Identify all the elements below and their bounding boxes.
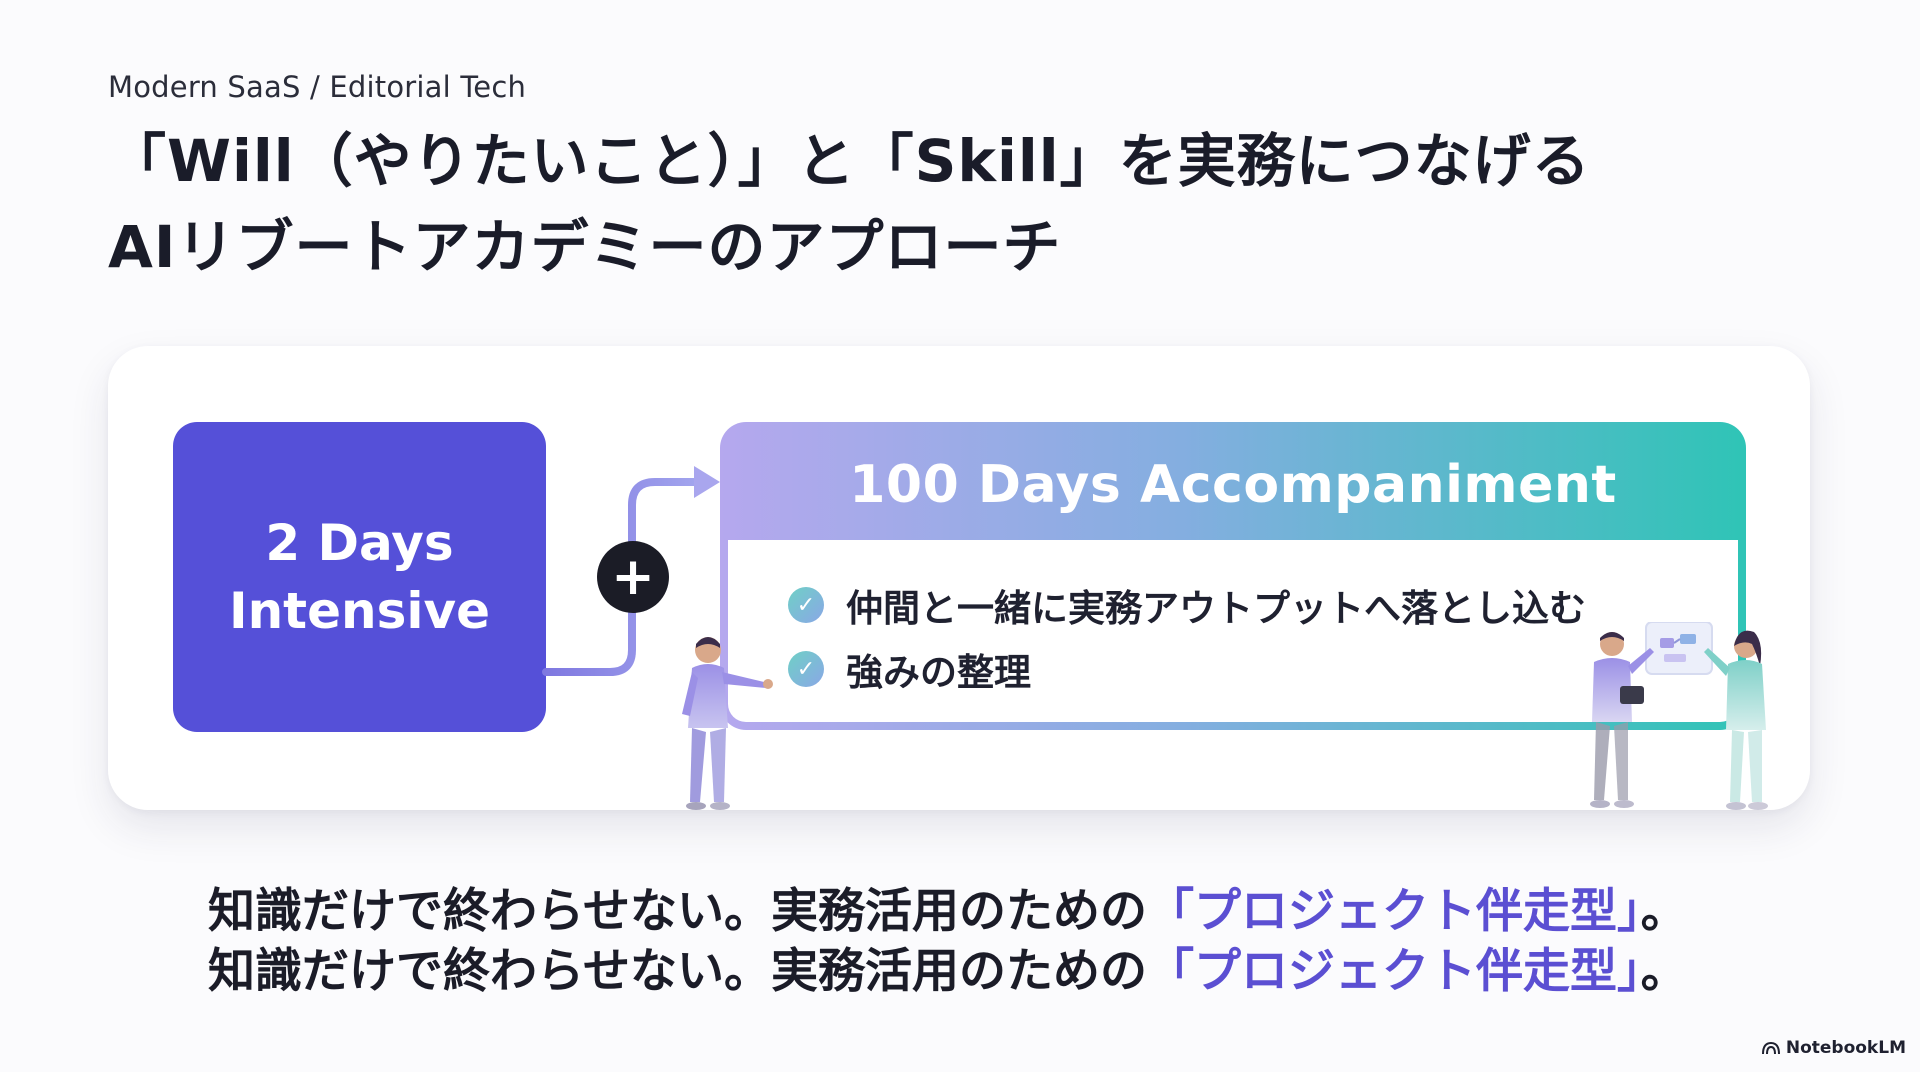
tagline-suffix: 。 [1640, 884, 1688, 939]
accompaniment-card: 100 Days Accompaniment ✓ 仲間と一緒に実務アウトプットへ… [720, 422, 1746, 730]
check-icon: ✓ [788, 651, 824, 687]
title-line-1: 「Will（やりたいこと）」と「Skill」を実務につなげる [108, 127, 1591, 195]
list-item: ✓ 仲間と一緒に実務アウトプットへ落とし込む [788, 578, 1586, 632]
tagline-line: 知識だけで終わらせない。実務活用のための「プロジェクト伴走型」。 [208, 882, 1688, 942]
plus-icon: + [597, 541, 669, 613]
slide-title: 「Will（やりたいこと）」と「Skill」を実務につなげる AIリブートアカデ… [108, 118, 1591, 290]
team-collaboration-illustration [1590, 622, 1768, 810]
eyebrow-label: Modern SaaS / Editorial Tech [108, 70, 527, 104]
tagline-prefix: 知識だけで終わらせない。実務活用のための [208, 944, 1148, 999]
brand-name: NotebookLM [1785, 1038, 1906, 1058]
check-icon: ✓ [788, 587, 824, 623]
list-item: ✓ 強みの整理 [788, 642, 1031, 696]
tagline: 知識だけで終わらせない。実務活用のための「プロジェクト伴走型」。 知識だけで終わ… [208, 882, 1688, 1002]
notebooklm-logo-icon [1761, 1041, 1780, 1055]
tagline-highlight: 「プロジェクト伴走型」 [1147, 884, 1641, 939]
brand-watermark: NotebookLM [1761, 1038, 1906, 1058]
accompaniment-title: 100 Days Accompaniment [849, 455, 1617, 515]
tagline-highlight: 「プロジェクト伴走型」 [1147, 944, 1641, 999]
title-line-2: AIリブートアカデミーのアプローチ [108, 213, 1062, 281]
tagline-prefix: 知識だけで終わらせない。実務活用のための [208, 884, 1148, 939]
tagline-suffix: 。 [1640, 944, 1688, 999]
tagline-line: 知識だけで終わらせない。実務活用のための「プロジェクト伴走型」。 [208, 942, 1688, 1002]
list-item-label: 強みの整理 [846, 651, 1031, 694]
list-item-label: 仲間と一緒に実務アウトプットへ落とし込む [846, 587, 1586, 630]
intensive-block: 2 Days Intensive [173, 422, 546, 732]
person-pointing-illustration [682, 637, 773, 810]
accompaniment-body: ✓ 仲間と一緒に実務アウトプットへ落とし込む ✓ 強みの整理 [728, 540, 1738, 722]
